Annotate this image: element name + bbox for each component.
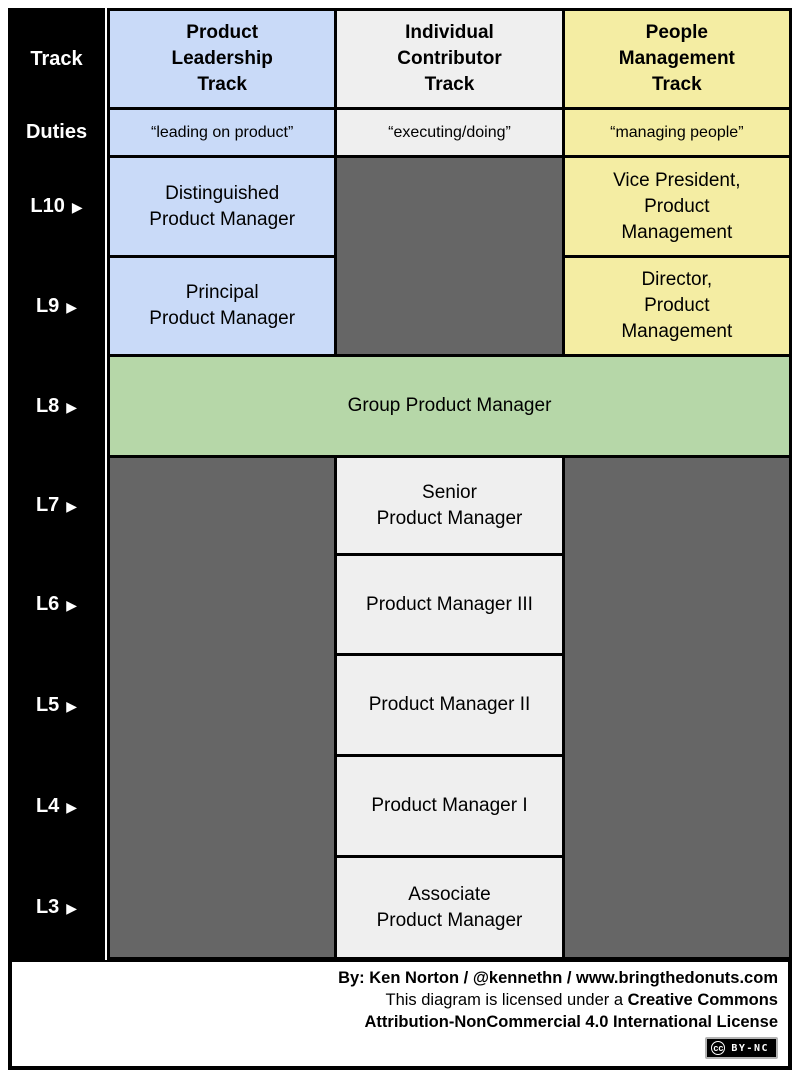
- header-people-management-track: People Management Track: [564, 11, 789, 107]
- license-line-2: Attribution-NonCommercial 4.0 Internatio…: [364, 1013, 778, 1031]
- right-arrow-icon: ▶: [66, 298, 78, 315]
- level-text: L7: [35, 494, 60, 516]
- level-label-l3: L3 ▶: [11, 858, 102, 957]
- level-text: L5: [35, 693, 60, 716]
- cell-product-manager-ii: Product Manager II: [337, 656, 562, 754]
- cell-vice-president-product-management: Vice President, Product Management: [564, 158, 789, 255]
- level-label-l9: L9 ▶: [11, 258, 102, 354]
- level-text: L3: [35, 896, 60, 918]
- cell-distinguished-product-manager: Distinguished Product Manager: [110, 158, 335, 255]
- level-label-l8: L8 ▶: [11, 357, 102, 455]
- right-arrow-icon: ▶: [66, 798, 78, 815]
- byline: By: Ken Norton / @kennethn / www.bringth…: [338, 969, 778, 987]
- track-row-label: Track: [30, 47, 83, 70]
- duties-management: “managing people”: [564, 110, 789, 155]
- tracks-grid: Product Leadership Track Individual Cont…: [107, 8, 792, 960]
- license-prefix: This diagram is licensed under a: [385, 991, 628, 1009]
- header-individual-contributor-track: Individual Contributor Track: [337, 11, 562, 107]
- level-text: L9: [35, 294, 60, 317]
- right-arrow-icon: ▶: [66, 498, 78, 514]
- cell-group-product-manager: Group Product Manager: [110, 357, 789, 455]
- level-label-l7: L7 ▶: [11, 458, 102, 553]
- right-arrow-icon: ▶: [66, 900, 78, 916]
- duties-row-label: Duties: [25, 121, 88, 143]
- cell-product-manager-i: Product Manager I: [337, 757, 562, 855]
- cell-associate-product-manager: Associate Product Manager: [337, 858, 562, 957]
- duties-ic: “executing/doing”: [337, 110, 562, 155]
- ladder-table: Track Duties L10 ▶ L9 ▶ L8 ▶ L7 ▶ L6 ▶ L5 ▶ L4…: [8, 8, 792, 960]
- cell-senior-product-manager: Senior Product Manager: [337, 458, 562, 553]
- level-text: L10: [30, 195, 65, 217]
- license-creative-commons: Creative Commons: [627, 991, 778, 1009]
- level-label-l5: L5 ▶: [11, 656, 102, 754]
- header-product-leadership-track: Product Leadership Track: [110, 11, 335, 107]
- level-text: L8: [35, 394, 60, 417]
- license-line-1: This diagram is licensed under a Creativ…: [385, 989, 778, 1011]
- level-label-l4: L4 ▶: [11, 757, 102, 855]
- level-label-l10: L10 ▶: [11, 158, 102, 255]
- attribution-footer: By: Ken Norton / @kennethn / www.bringth…: [8, 960, 792, 1070]
- cell-product-manager-iii: Product Manager III: [337, 556, 562, 653]
- cell-ic-not-applicable-l10-l9: [337, 158, 562, 354]
- cc-by-nc-badge: cc BY-NC: [705, 1037, 778, 1059]
- level-text: L4: [35, 794, 60, 817]
- right-arrow-icon: ▶: [66, 697, 78, 714]
- duties-leadership: “leading on product”: [110, 110, 335, 155]
- cc-badge-label: BY-NC: [731, 1042, 769, 1054]
- row-header-column: Track Duties L10 ▶ L9 ▶ L8 ▶ L7 ▶ L6 ▶ L5 ▶ L4…: [8, 8, 105, 960]
- cell-leadership-not-applicable-l7-l3: [110, 458, 335, 957]
- cell-director-product-management: Director, Product Management: [564, 258, 789, 354]
- right-arrow-icon: ▶: [71, 199, 83, 215]
- level-label-l6: L6 ▶: [11, 556, 102, 653]
- creative-commons-icon: cc: [711, 1041, 726, 1055]
- cell-principal-product-manager: Principal Product Manager: [110, 258, 335, 354]
- right-arrow-icon: ▶: [66, 398, 78, 415]
- cell-management-not-applicable-l7-l3: [564, 458, 789, 957]
- right-arrow-icon: ▶: [66, 597, 78, 613]
- level-text: L6: [35, 593, 60, 615]
